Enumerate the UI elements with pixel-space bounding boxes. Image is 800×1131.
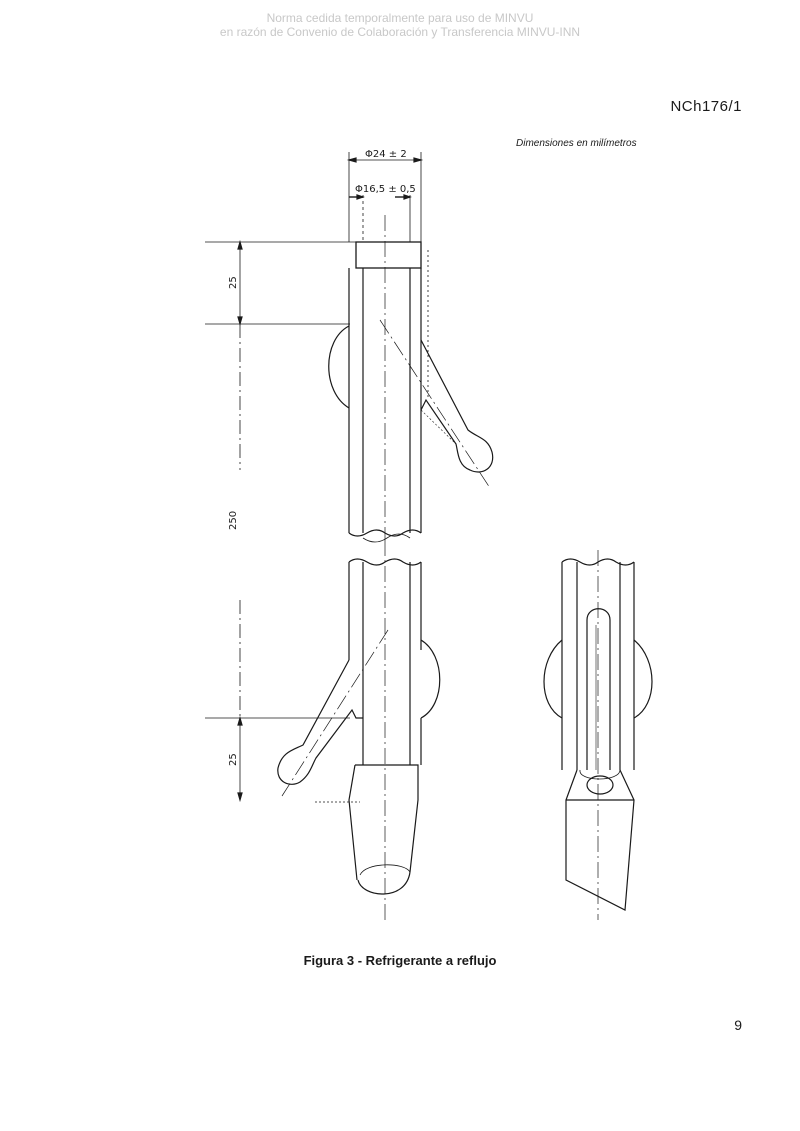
outer-diameter-label: Φ24 ± 2 xyxy=(365,149,407,160)
inner-diameter-dimension xyxy=(349,194,412,242)
figure-caption: Figura 3 - Refrigerante a reflujo xyxy=(303,953,497,968)
bottom-length-label: 25 xyxy=(228,753,239,766)
lower-condenser-section xyxy=(277,540,441,920)
upper-condenser-section xyxy=(328,215,494,543)
units-note: Dimensiones en milímetros xyxy=(516,138,637,149)
side-view xyxy=(543,550,653,920)
page-number: 9 xyxy=(734,1017,742,1033)
document-id: NCh176/1 xyxy=(670,98,742,115)
vertical-dimension-line xyxy=(205,239,360,803)
total-length-label: 250 xyxy=(228,511,239,530)
inner-diameter-label: Φ16,5 ± 0,5 xyxy=(355,184,416,195)
watermark-line-2: en razón de Convenio de Colaboración y T… xyxy=(219,25,581,39)
watermark-line-1: Norma cedida temporalmente para uso de M… xyxy=(266,11,534,25)
watermark: Norma cedida temporalmente para uso de M… xyxy=(0,11,800,39)
top-length-label: 25 xyxy=(228,276,239,289)
